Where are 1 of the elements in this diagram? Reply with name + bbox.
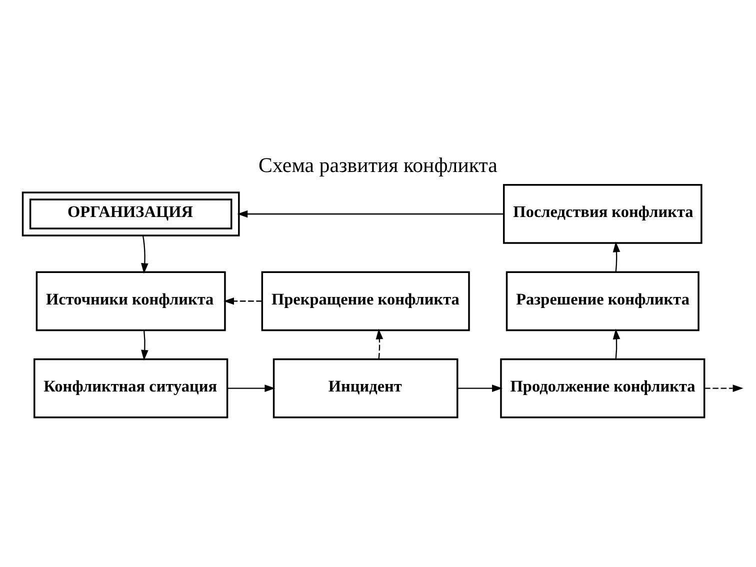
diagram-title: Схема развития конфликта	[258, 152, 498, 177]
